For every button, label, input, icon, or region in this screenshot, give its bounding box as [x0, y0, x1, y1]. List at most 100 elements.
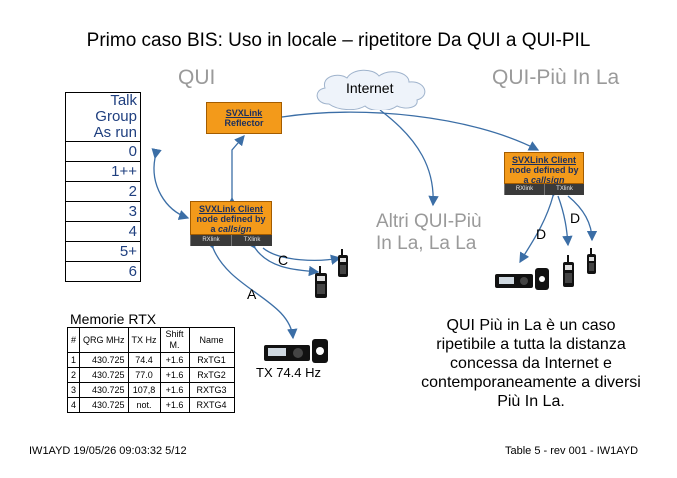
talk-group-table: Talk Group As run 0 1++ 2 3 4 5+ 6 [65, 92, 141, 282]
label-d-2: D [570, 210, 581, 226]
memories-cell: +1.6 [159, 352, 190, 368]
link-c2 [262, 247, 342, 265]
table-row: 3 430.725 107,8 +1.6 RXTG3 [66, 382, 235, 398]
memories-cell: not. [127, 397, 161, 413]
memories-cell: RXTG4 [188, 397, 235, 413]
svxlink-reflector-box: SVXLink Reflector [206, 102, 282, 134]
client-right-prefix: a [523, 175, 531, 185]
footer-right: Table 5 - rev 001 - IW1AYD [505, 445, 639, 457]
client-right-line-2: node defined by [509, 165, 579, 175]
memories-cell: 4 [66, 397, 81, 413]
internet-cloud-icon [316, 69, 426, 110]
reflector-subtitle: Reflector [224, 118, 264, 128]
memories-cell: 430.725 [79, 397, 129, 413]
footer-left: IW1AYD 19/05/26 09:03:32 5/12 [29, 445, 187, 457]
client-left-rxlink: RXlink [190, 235, 231, 246]
talk-group-header: Talk Group As run [65, 92, 141, 142]
memories-cell: +1.6 [159, 382, 190, 398]
link-a [204, 237, 298, 340]
memories-cell: 3 [66, 382, 81, 398]
memories-cell: +1.6 [159, 397, 190, 413]
handheld-radio-icon [563, 255, 574, 287]
mobile-radio-icon [495, 268, 549, 290]
label-c: C [278, 252, 289, 268]
memories-cell: RxTG2 [188, 367, 235, 383]
talk-group-row: 0 [65, 141, 141, 162]
client-right-line-3: a callsign [505, 175, 583, 185]
link-reflector-client [226, 135, 245, 208]
memories-cell: 107,8 [127, 382, 161, 398]
client-right-txlink: TXlink [544, 184, 584, 195]
memories-cell: 430.725 [79, 367, 129, 383]
link-d1 [519, 185, 561, 264]
reflector-title: SVXLink [225, 108, 263, 118]
label-d-1: D [536, 226, 547, 242]
link-talkgroup [151, 148, 190, 220]
memories-cell: 77.0 [127, 367, 161, 383]
memories-cell: RXTG3 [188, 382, 235, 398]
svxlink-client-right-box: SVXLink Client node defined by a callsig… [504, 152, 584, 185]
client-right-callsign: callsign [531, 175, 565, 185]
talk-group-header-line-2: As run [93, 124, 137, 141]
handheld-radio-icon [338, 249, 348, 277]
client-left-title: SVXLink Client [198, 204, 263, 214]
table-row: 4 430.725 not. +1.6 RXTG4 [66, 397, 235, 413]
svxlink-client-left-box: SVXLink Client node defined by a callsig… [190, 201, 272, 235]
talk-group-row: 4 [65, 221, 141, 242]
client-left-links: RXlink TXlink [190, 235, 272, 246]
site-left-label: QUI [178, 66, 216, 89]
client-right-title: SVXLink Client [511, 155, 576, 165]
memories-header-cell: QRG MHz [79, 327, 129, 353]
memories-table: # QRG MHz TX Hz Shift M. Name 1 430.725 … [66, 327, 235, 413]
description-line: concessa da Internet e [450, 355, 612, 372]
client-left-line-3: a callsign [191, 224, 271, 234]
memories-cell: 74.4 [127, 352, 161, 368]
memories-cell: 1 [66, 352, 81, 368]
handheld-radio-icon [315, 266, 327, 298]
client-left-callsign: callsign [218, 224, 252, 234]
memories-cell: 430.725 [79, 382, 129, 398]
talk-group-row: 2 [65, 181, 141, 202]
tx-label: TX 74.4 Hz [256, 365, 322, 380]
description-line: Più In La. [497, 393, 565, 410]
memories-cell: 2 [66, 367, 81, 383]
memories-cell: 430.725 [79, 352, 129, 368]
mobile-radio-icon [264, 339, 328, 363]
memories-cell: RxTG1 [188, 352, 235, 368]
cloud-label: Internet [346, 80, 394, 96]
slide-title: Primo caso BIS: Uso in locale – ripetito… [86, 30, 591, 51]
site-right-label: QUI-Più In La [492, 66, 620, 89]
talk-group-row: 6 [65, 261, 141, 282]
link-d2 [557, 195, 573, 247]
talk-group-header-line-1: Talk Group [95, 92, 137, 125]
link-reflector-other [379, 109, 439, 207]
link-d3 [567, 195, 598, 242]
memories-title: Memorie RTX [70, 311, 157, 327]
description-line: QUI Più in La è un caso [446, 317, 616, 334]
client-right-rxlink: RXlink [504, 184, 544, 195]
table-row: 2 430.725 77.0 +1.6 RxTG2 [66, 367, 235, 383]
other-sites-label: Altri QUI-Più In La, La La [376, 211, 482, 255]
handheld-radio-icon [587, 248, 596, 274]
link-c1 [245, 237, 320, 277]
other-sites-line-1: Altri QUI-Più [376, 211, 482, 232]
table-row: 1 430.725 74.4 +1.6 RxTG1 [66, 352, 235, 368]
description-text: QUI Più in La è un caso ripetibile a tut… [386, 316, 676, 411]
client-right-links: RXlink TXlink [504, 184, 584, 195]
other-sites-line-2: In La, La La [376, 233, 477, 254]
client-left-line-2: node defined by [196, 214, 266, 224]
talk-group-row: 3 [65, 201, 141, 222]
memories-header-cell: Name [188, 327, 235, 353]
description-line: contemporaneamente a diversi [421, 374, 641, 391]
description-line: ripetibile a tutta la distanza [436, 336, 626, 353]
label-a: A [247, 286, 257, 302]
client-left-prefix: a [210, 224, 218, 234]
memories-header-cell: # [66, 327, 81, 353]
client-left-txlink: TXlink [231, 235, 272, 246]
memories-cell: +1.6 [159, 367, 190, 383]
talk-group-row: 5+ [65, 241, 141, 262]
talk-group-row: 1++ [65, 161, 141, 182]
memories-header-cell: Shift M. [159, 327, 190, 353]
